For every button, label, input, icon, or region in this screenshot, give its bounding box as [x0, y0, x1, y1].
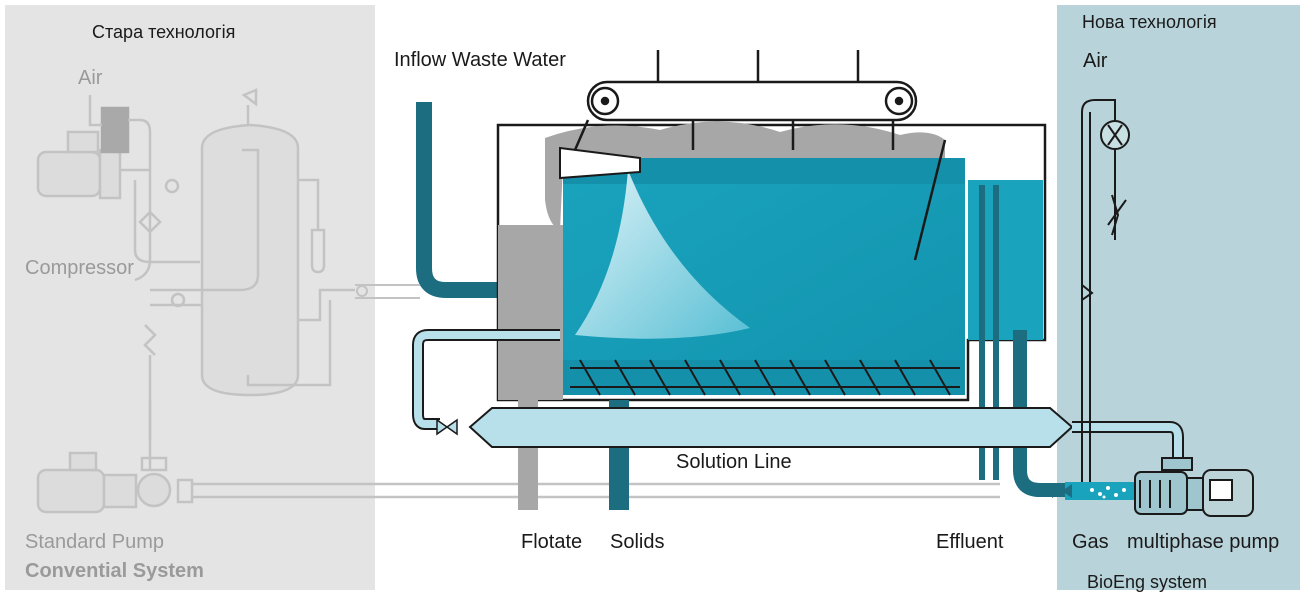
effluent-label: Effluent — [936, 531, 1004, 553]
conventional-system-label: Convential System — [25, 560, 204, 582]
compressor-icon — [36, 95, 200, 282]
air-flow-meter — [1081, 99, 1130, 482]
solution-line — [468, 407, 1074, 448]
inlet-distributor — [559, 146, 641, 180]
inflow-label: Inflow Waste Water — [394, 49, 566, 71]
air-bubble-plume — [575, 170, 750, 339]
effluent-pipe — [1013, 330, 1080, 497]
skimmer-conveyor — [573, 50, 947, 261]
gas-label: Gas — [1072, 531, 1109, 553]
multiphase-pump-label: multiphase pump — [1127, 531, 1280, 553]
flotate-sludge-layer — [545, 121, 945, 230]
flotate-label: Flotate — [521, 531, 583, 553]
inflow-pipe — [416, 102, 580, 298]
old-technology-title: Стара технологія — [92, 22, 236, 42]
multiphase-pump-icon — [1134, 457, 1254, 517]
bioeng-system-label: BioEng system — [1087, 572, 1208, 592]
solids-label: Solids — [610, 531, 665, 553]
new-technology-title: Нова технологія — [1082, 12, 1217, 32]
compressor-label: Compressor — [25, 257, 134, 279]
flotate-chamber — [498, 225, 563, 400]
pressure-vessel — [143, 88, 355, 470]
solids-screw-conveyor — [563, 359, 965, 396]
standard-pump-icon — [36, 451, 1000, 514]
air-label-new: Air — [1083, 50, 1108, 72]
solution-line-label: Solution Line — [676, 451, 792, 473]
standard-pump-label: Standard Pump — [25, 531, 164, 553]
air-label-old: Air — [78, 67, 103, 89]
